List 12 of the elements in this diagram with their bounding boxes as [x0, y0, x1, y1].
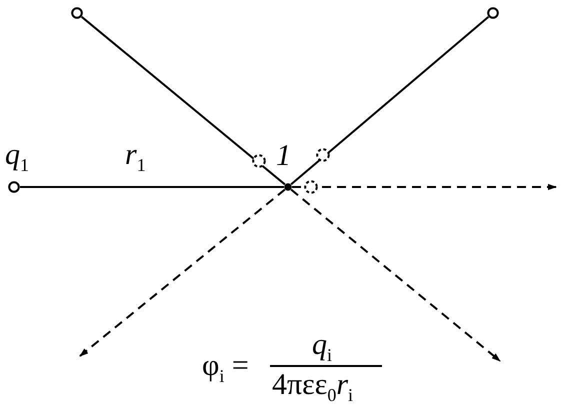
formula-denominator: 4πεε$_{0}$r$_{i}$	[272, 370, 354, 404]
line	[20, 186, 284, 188]
dashed-arrow	[292, 184, 557, 190]
formula-numerator: q$_{i}$	[312, 330, 332, 364]
line	[81, 16, 286, 186]
edge-label: r$_{1}$	[125, 140, 146, 174]
line	[290, 16, 490, 186]
formula-text: φ$_{i}$ =	[202, 351, 249, 385]
dashed-arrow	[290, 188, 501, 362]
symbol-label: q$_{1}$	[5, 140, 29, 174]
point-label: 1	[276, 141, 291, 171]
dashed-arrow	[79, 188, 286, 357]
